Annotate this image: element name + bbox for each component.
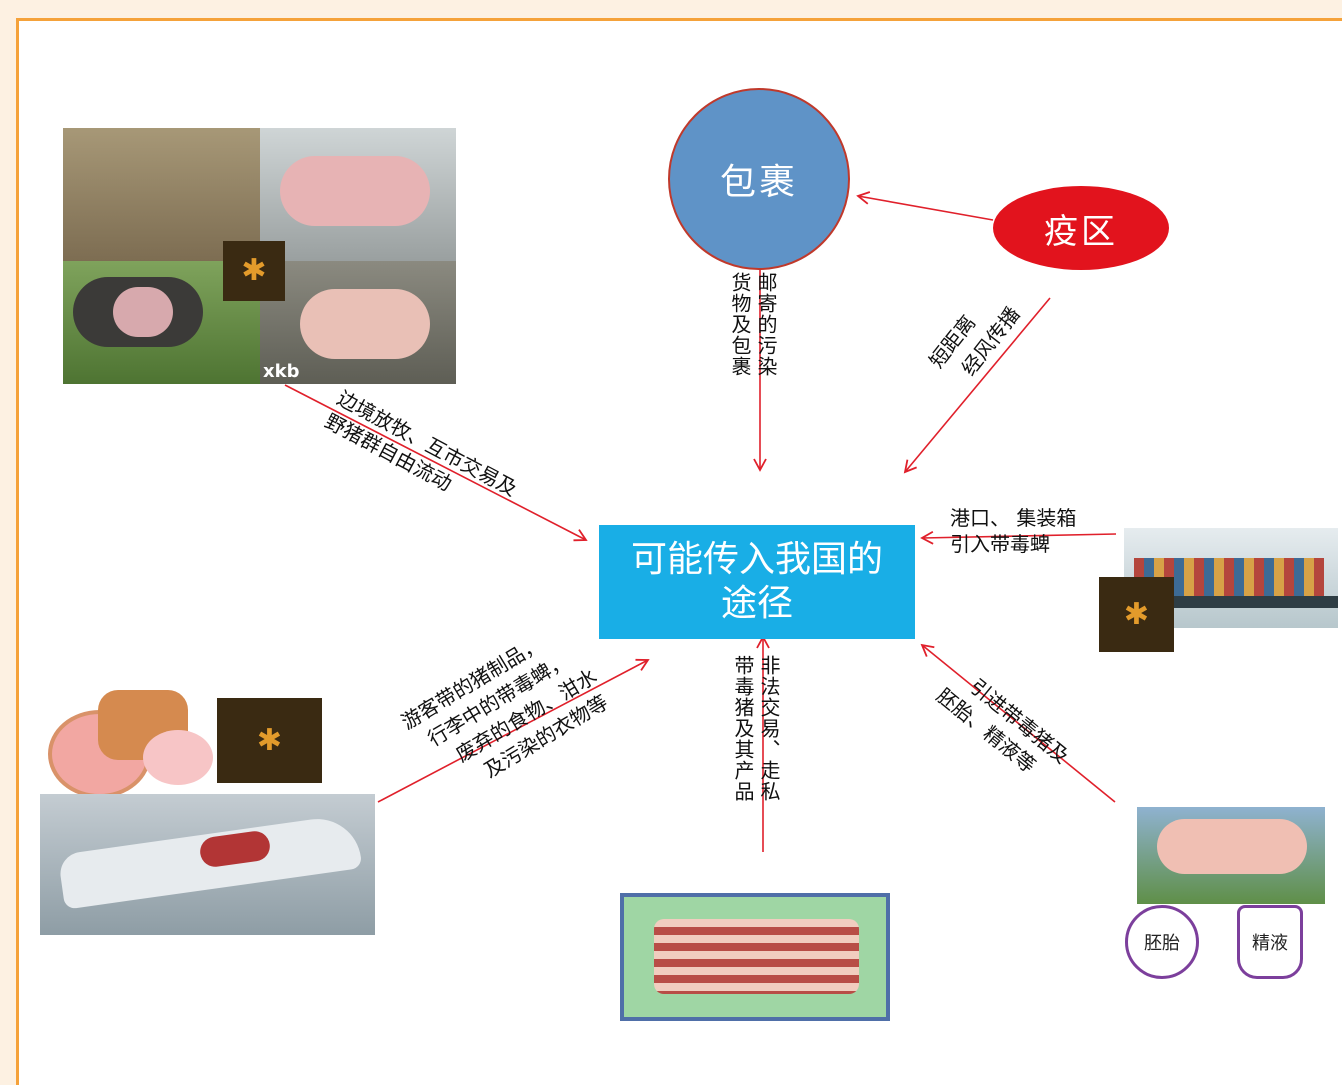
arrow-port-to-center <box>920 530 1117 545</box>
smuggle-label-line1: 非法交易、走私 <box>757 655 781 802</box>
port-label-line1: 港口、 集装箱 <box>950 506 1077 530</box>
arrow-zone-to-center <box>903 297 1051 474</box>
mail-label-line1: 邮寄的污染 <box>754 272 778 377</box>
breeding-pig-photo <box>1137 807 1325 904</box>
epidemic-zone-node: 疫区 <box>993 186 1169 270</box>
arrow-zone-to-package <box>856 191 994 221</box>
pink-pigs-photo: xkb <box>260 261 456 384</box>
package-node: 包裹 <box>668 88 850 270</box>
arrow-travel-to-center <box>377 658 650 803</box>
smuggle-edge-label: 非法交易、走私 带毒猪及其产品 <box>730 655 782 802</box>
black-pig-photo <box>63 261 260 384</box>
semen-node: 精液 <box>1237 905 1303 979</box>
pig-farm-photo-collage: xkb ✱ <box>63 128 456 384</box>
center-title-line1: 可能传入我国的 <box>630 539 883 580</box>
wild-boar-photo <box>63 128 260 261</box>
epidemic-zone-label: 疫区 <box>1044 211 1118 252</box>
ham-photo <box>48 690 213 798</box>
embryo-node: 胚胎 <box>1125 905 1199 979</box>
smuggle-label-line2: 带毒猪及其产品 <box>731 655 755 802</box>
airplane-food-photo: ✱ <box>40 690 375 935</box>
mail-label-line2: 货物及包裹 <box>728 272 752 377</box>
bacon-photo <box>620 893 890 1021</box>
tick-icon: ✱ <box>223 241 285 301</box>
arrow-import-to-center <box>920 643 1116 803</box>
package-label: 包裹 <box>719 162 798 203</box>
pigs-transport-photo <box>260 128 456 261</box>
tick-icon: ✱ <box>1099 577 1174 652</box>
arrow-border-to-center <box>284 384 588 542</box>
embryo-label: 胚胎 <box>1144 933 1180 954</box>
port-label-line2: 引入带毒蜱 <box>950 532 1050 556</box>
semen-label: 精液 <box>1252 933 1288 954</box>
mail-edge-label: 邮寄的污染 货物及包裹 <box>727 272 779 377</box>
photo-caption: xkb <box>263 361 300 382</box>
center-title-line2: 途径 <box>720 583 793 624</box>
tick-icon: ✱ <box>217 698 322 783</box>
port-edge-label: 港口、 集装箱 引入带毒蜱 <box>950 505 1076 557</box>
top-strip <box>0 0 1342 18</box>
center-node: 可能传入我国的 途径 <box>599 525 915 639</box>
airplane-photo <box>40 794 375 935</box>
